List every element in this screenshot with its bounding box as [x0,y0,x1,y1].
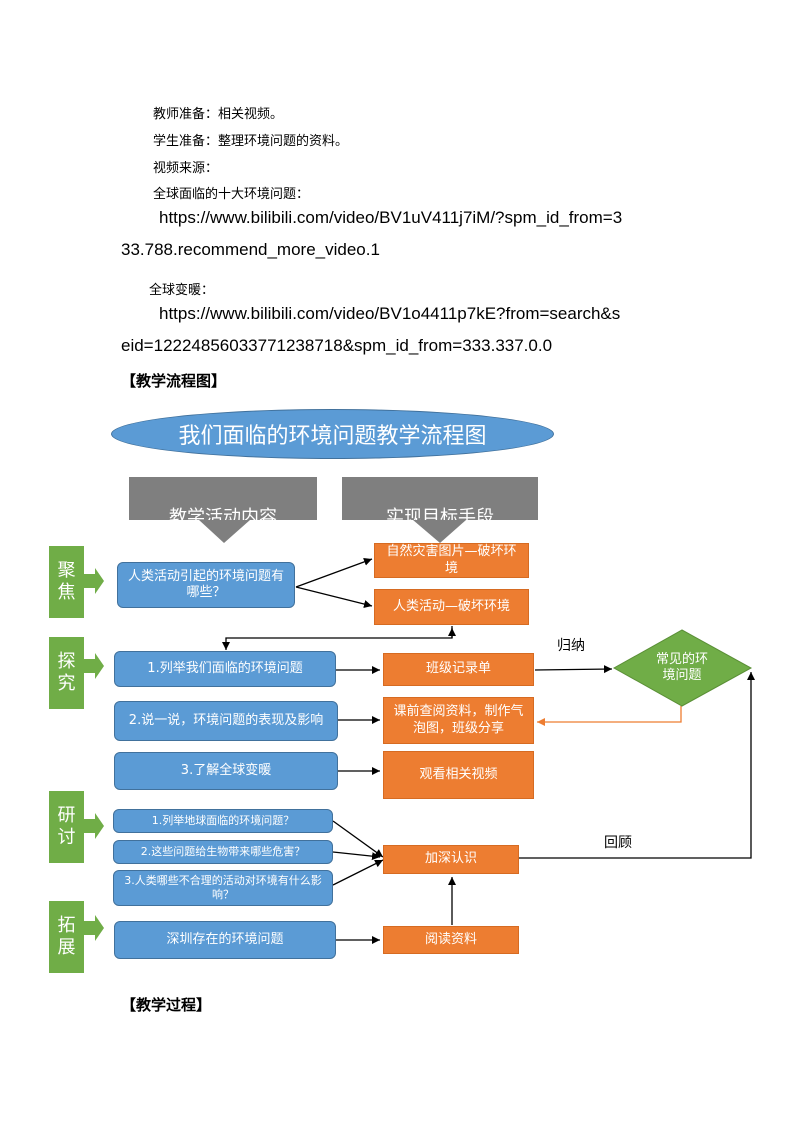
activity-focus-question: 人类活动引起的环境问题有哪些？ [117,562,295,608]
video2-title: 全球变暖： [149,283,215,298]
stage-discuss: 研 讨 [49,791,84,863]
activity-explore-3: 3.了解全球变暖 [114,752,338,790]
diamond-label: 常见的环境问题 [655,651,708,683]
video1-url-line1[interactable]: https://www.bilibili.com/video/BV1uV411j… [159,208,623,227]
explore-stage-arrow [84,653,104,679]
means-research-share: 课前查阅资料，制作气泡图，班级分享 [383,697,534,744]
activity-discuss-1: 1.列举地球面临的环境问题？ [113,809,333,833]
stage-extend: 拓 展 [49,901,84,973]
common-problems-diamond [612,629,753,707]
stage-explore: 探 究 [49,637,84,709]
header-right-arrowhead [413,520,466,543]
stage-focus: 聚 焦 [49,546,84,618]
header-target-means: 实现目标手段 [342,477,538,520]
teacher-prep: 教师准备：相关视频。 [153,107,284,122]
header-teaching-content: 教学活动内容 [129,477,317,520]
flowchart-title: 我们面临的环境问题教学流程图 [111,409,554,459]
means-watch-video: 观看相关视频 [383,751,534,799]
activity-extend-1: 深圳存在的环境问题 [114,921,336,959]
activity-discuss-3: 3.人类哪些不合理的活动对环境有什么影响？ [113,870,333,906]
header-left-arrowhead [199,520,250,543]
section-process-heading: 【教学过程】 [121,996,212,1014]
discuss-stage-arrow [84,813,104,839]
focus-stage-arrow [84,568,104,594]
video2-url-line1[interactable]: https://www.bilibili.com/video/BV1o4411p… [159,304,621,323]
extend-stage-arrow [84,915,104,941]
means-class-record: 班级记录单 [383,653,534,686]
video2-url-line2[interactable]: eid=12224856033771238718&spm_id_from=333… [121,336,553,355]
means-deepen: 加深认识 [383,845,519,874]
activity-explore-2: 2.说一说，环境问题的表现及影响 [114,701,338,741]
means-human-activity: 人类活动—破坏环境 [374,589,529,625]
activity-discuss-2: 2.这些问题给生物带来哪些危害？ [113,840,333,864]
label-summarize: 归纳 [557,638,585,654]
means-disaster-pictures: 自然灾害图片—破坏环境 [374,543,529,578]
video-source: 视频来源： [153,161,219,176]
label-review: 回顾 [604,835,632,851]
video1-title: 全球面临的十大环境问题： [153,187,310,202]
means-reading: 阅读资料 [383,926,519,954]
video1-url-line2[interactable]: 33.788.recommend_more_video.1 [121,240,380,259]
activity-explore-1: 1.列举我们面临的环境问题 [114,651,336,687]
student-prep: 学生准备：整理环境问题的资料。 [153,134,349,149]
section-flowchart-heading: 【教学流程图】 [121,372,227,390]
